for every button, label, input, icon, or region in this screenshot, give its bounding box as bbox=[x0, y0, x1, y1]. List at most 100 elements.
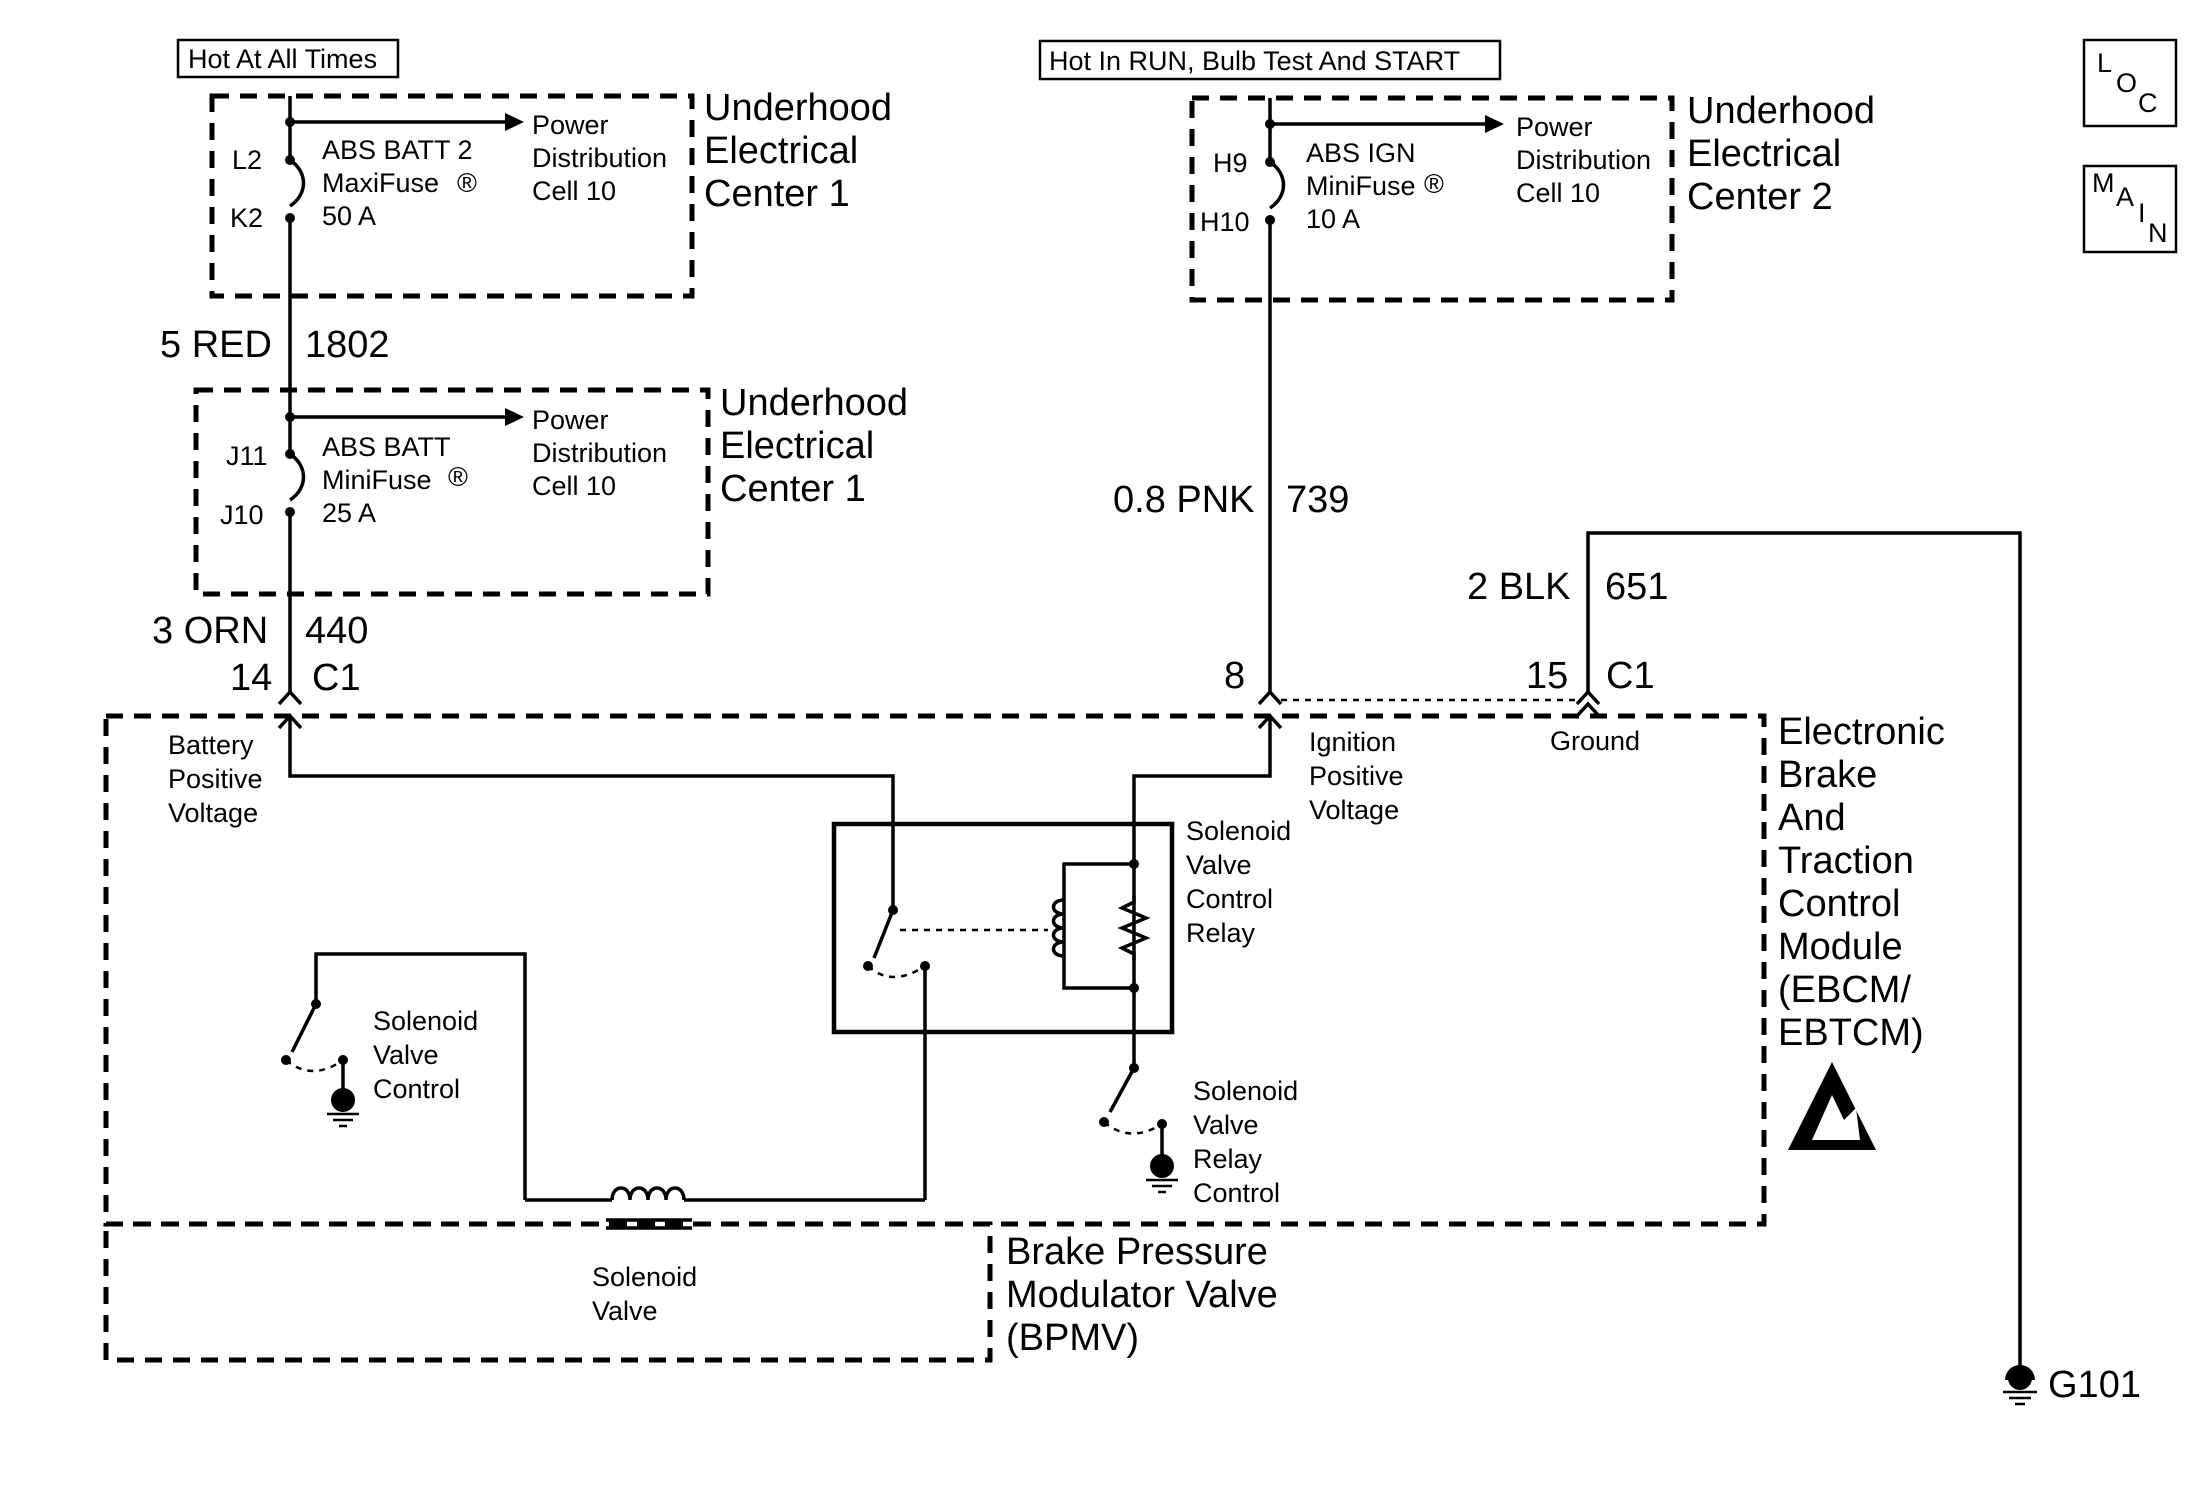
fuse-name: ABS IGN bbox=[1306, 138, 1416, 168]
svrc-label-3: Relay bbox=[1193, 1144, 1263, 1174]
header-hot-at-all-times: Hot At All Times bbox=[176, 38, 400, 79]
ebcm-title-8: EBTCM) bbox=[1778, 1012, 1924, 1054]
svc-label-2: Valve bbox=[373, 1040, 439, 1070]
battery-label-3: Voltage bbox=[168, 798, 258, 828]
registered-mark: ® bbox=[457, 168, 477, 198]
uec1-bottom-title-1: Underhood bbox=[720, 382, 908, 424]
wire-1802-circuit: 1802 bbox=[305, 324, 390, 366]
ebcm-title-7: (EBCM/ bbox=[1778, 969, 1911, 1011]
uec1-top-block: L2 K2 ABS BATT 2 MaxiFuse ® 50 A Power D… bbox=[209, 87, 892, 299]
wire-internal-ignition bbox=[1132, 716, 1272, 864]
main-letter-i: I bbox=[2138, 198, 2146, 228]
solenoid-valve-control-relay: Solenoid Valve Control Relay bbox=[831, 816, 1291, 1200]
switch-icon bbox=[290, 1003, 318, 1053]
registered-mark: ® bbox=[1424, 169, 1444, 199]
connector-pin-15-icon bbox=[1575, 689, 1601, 706]
main-letter-m: M bbox=[2092, 168, 2115, 198]
fuse-type: MiniFuse bbox=[1306, 171, 1416, 201]
bpmv-title-1: Brake Pressure bbox=[1006, 1231, 1268, 1273]
wire-internal-battery bbox=[288, 716, 895, 906]
main-letter-n: N bbox=[2148, 218, 2168, 248]
connector-pin-14-icon bbox=[277, 689, 303, 706]
uec2-title-3: Center 2 bbox=[1687, 176, 1833, 218]
loc-letter-c: C bbox=[2138, 88, 2158, 118]
battery-label-1: Battery bbox=[168, 730, 254, 760]
arrow-icon bbox=[505, 408, 524, 426]
relay-label-4: Relay bbox=[1186, 918, 1256, 948]
solenoid-valve-relay-control: Solenoid Valve Relay Control bbox=[1099, 1063, 1298, 1208]
power-dist-line3: Cell 10 bbox=[532, 176, 616, 206]
uec1-top-title-1: Underhood bbox=[704, 87, 892, 129]
pin-k2: K2 bbox=[230, 203, 263, 233]
uec2-title-2: Electrical bbox=[1687, 133, 1841, 175]
svrc-label-1: Solenoid bbox=[1193, 1076, 1298, 1106]
ebcm-title-2: Brake bbox=[1778, 754, 1877, 796]
loc-letter-l: L bbox=[2097, 48, 2112, 78]
ignition-label-1: Ignition bbox=[1309, 727, 1396, 757]
bpmv-module: Brake Pressure Modulator Valve (BPMV) So… bbox=[103, 1186, 1278, 1363]
uec1-bottom-title-3: Center 1 bbox=[720, 468, 866, 510]
fuse-rating: 50 A bbox=[322, 201, 376, 231]
header-left-text: Hot At All Times bbox=[188, 44, 377, 74]
ebcm-module: Electronic Brake And Traction Control Mo… bbox=[103, 701, 1945, 1227]
power-dist-line2: Distribution bbox=[1516, 145, 1651, 175]
wire-739-color: 0.8 PNK bbox=[1113, 479, 1255, 521]
header-right-text: Hot In RUN, Bulb Test And START bbox=[1049, 46, 1460, 76]
ebcm-title-5: Control bbox=[1778, 883, 1901, 925]
fuse-rating: 10 A bbox=[1306, 204, 1360, 234]
uec2-title-1: Underhood bbox=[1687, 90, 1875, 132]
pin-h10: H10 bbox=[1200, 207, 1250, 237]
pin-8: 8 bbox=[1224, 655, 1245, 697]
uec1-bottom-title-2: Electrical bbox=[720, 425, 874, 467]
fuse-icon bbox=[288, 452, 306, 502]
wire-440-circuit: 440 bbox=[305, 610, 368, 652]
wire-440-color: 3 ORN bbox=[152, 610, 268, 652]
ebcm-title-3: And bbox=[1778, 797, 1846, 839]
pin-l2: L2 bbox=[232, 145, 262, 175]
wire-651[interactable] bbox=[1586, 531, 2022, 1368]
connector-c1-left: C1 bbox=[312, 657, 361, 699]
loc-box[interactable]: L O C bbox=[2082, 38, 2178, 128]
bpmv-title-2: Modulator Valve bbox=[1006, 1274, 1278, 1316]
fuse-type: MaxiFuse bbox=[322, 168, 439, 198]
uec1-top-title-2: Electrical bbox=[704, 130, 858, 172]
header-hot-in-run: Hot In RUN, Bulb Test And START bbox=[1038, 39, 1502, 81]
relay-switch-icon bbox=[872, 909, 895, 959]
ebcm-title-4: Traction bbox=[1778, 840, 1914, 882]
svrc-label-4: Control bbox=[1193, 1178, 1280, 1208]
relay-label-3: Control bbox=[1186, 884, 1273, 914]
wire-1802-color: 5 RED bbox=[160, 324, 272, 366]
relay-label-2: Valve bbox=[1186, 850, 1252, 880]
power-dist-line1: Power bbox=[532, 110, 609, 140]
battery-label-2: Positive bbox=[168, 764, 263, 794]
wire-651-circuit: 651 bbox=[1605, 566, 1668, 608]
solenoid-valve-control: Solenoid Valve Control bbox=[281, 952, 527, 1200]
main-letter-a: A bbox=[2116, 182, 2134, 212]
ground-label: G101 bbox=[2048, 1364, 2141, 1406]
ebcm-title-1: Electronic bbox=[1778, 711, 1945, 753]
relay-coil-icon bbox=[1051, 898, 1065, 958]
wire-651-color: 2 BLK bbox=[1467, 566, 1571, 608]
power-dist-line1: Power bbox=[1516, 112, 1593, 142]
uec1-bottom-block: J11 J10 ABS BATT MiniFuse ® 25 A Power D… bbox=[193, 382, 908, 597]
arrow-icon bbox=[1485, 115, 1504, 133]
arrow-icon bbox=[505, 113, 524, 131]
resistor-icon bbox=[1117, 896, 1151, 960]
pin-j11: J11 bbox=[226, 441, 268, 471]
solenoid-valve-label-1: Solenoid bbox=[592, 1262, 697, 1292]
pin-15: 15 bbox=[1526, 655, 1568, 697]
svc-label-1: Solenoid bbox=[373, 1006, 478, 1036]
power-dist-line2: Distribution bbox=[532, 143, 667, 173]
svrc-label-2: Valve bbox=[1193, 1110, 1259, 1140]
pin-h9: H9 bbox=[1213, 148, 1248, 178]
solenoid-coil-icon bbox=[610, 1186, 686, 1201]
power-dist-line1: Power bbox=[532, 405, 609, 435]
main-box[interactable]: M A I N bbox=[2082, 164, 2178, 254]
uec1-top-title-3: Center 1 bbox=[704, 173, 850, 215]
connector-c1-right: C1 bbox=[1606, 655, 1655, 697]
fuse-type: MiniFuse bbox=[322, 465, 432, 495]
pin-14: 14 bbox=[230, 657, 272, 699]
fuse-icon bbox=[1268, 160, 1286, 210]
ignition-label-3: Voltage bbox=[1309, 795, 1399, 825]
